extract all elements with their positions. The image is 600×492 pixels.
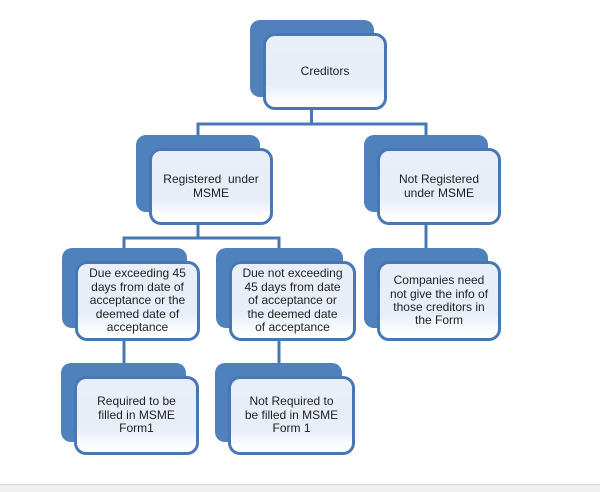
node-due-exceeding-body: Due exceeding 45 days from date of accep…: [75, 261, 200, 341]
node-not-required-msme-form1: Not Required to be filled in MSME Form 1: [215, 363, 355, 455]
node-registered-label: Registered under MSME: [163, 172, 259, 200]
node-not-required-body: Not Required to be filled in MSME Form 1: [228, 376, 355, 455]
node-required-body: Required to be filled in MSME Form1: [74, 376, 199, 455]
node-creditors: Creditors: [250, 20, 387, 110]
node-required-msme-form1: Required to be filled in MSME Form1: [61, 363, 199, 455]
node-due-not-exceeding-45-days: Due not exceeding 45 days from date of a…: [216, 248, 356, 341]
node-companies-label: Companies need not give the info of thos…: [389, 273, 489, 328]
node-due-not-exceeding-label: Due not exceeding 45 days from date of a…: [242, 266, 343, 335]
node-due-exceeding-label: Due exceeding 45 days from date of accep…: [89, 266, 186, 335]
node-required-label: Required to be filled in MSME Form1: [97, 394, 176, 436]
node-creditors-body: Creditors: [263, 33, 387, 110]
node-not-registered-label: Not Registered under MSME: [398, 172, 480, 200]
node-companies-body: Companies need not give the info of thos…: [377, 261, 501, 341]
node-not-required-label: Not Required to be filled in MSME Form 1: [244, 394, 339, 436]
node-due-exceeding-45-days: Due exceeding 45 days from date of accep…: [62, 248, 200, 341]
node-registered-body: Registered under MSME: [149, 148, 273, 225]
node-registered-under-msme: Registered under MSME: [136, 135, 273, 225]
node-due-not-exceeding-body: Due not exceeding 45 days from date of a…: [229, 261, 356, 341]
node-not-registered-body: Not Registered under MSME: [377, 148, 501, 225]
node-companies-need-not-give-info: Companies need not give the info of thos…: [364, 248, 501, 341]
node-creditors-label: Creditors: [300, 63, 350, 78]
page-bottom-edge: [0, 484, 600, 492]
node-not-registered-under-msme: Not Registered under MSME: [364, 135, 501, 225]
